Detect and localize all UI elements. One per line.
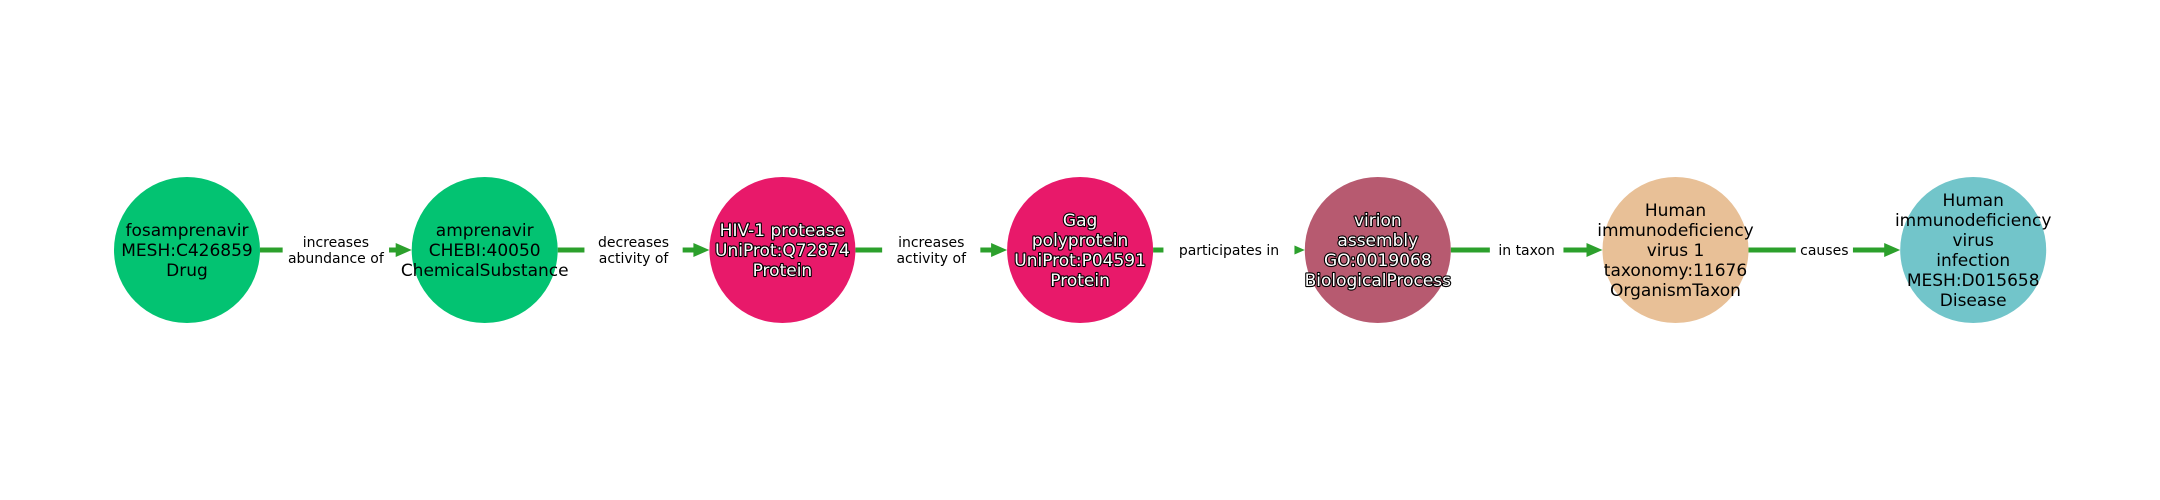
edge: in taxon	[1450, 240, 1603, 260]
node-label: Human	[1943, 191, 2004, 211]
node-label: amprenavir	[436, 221, 534, 241]
node-label: UniProt:P04591	[1014, 251, 1146, 271]
node-label: HIV-1 protease	[720, 221, 845, 241]
node-label: infection	[1936, 251, 2010, 271]
node-label: CHEBI:40050	[429, 241, 541, 261]
edge-label: increases	[898, 235, 964, 251]
arrowhead-icon	[395, 243, 412, 257]
node-label: MESH:C426859	[121, 241, 252, 261]
edge-label-background	[1489, 240, 1564, 260]
edge-label-background	[882, 232, 981, 268]
node-label: taxonomy:11676	[1604, 261, 1747, 281]
edge-label: decreases	[598, 235, 669, 251]
edge-label-background	[584, 232, 683, 268]
graph-node[interactable]: HumanimmunodeficiencyvirusinfectionMESH:…	[1895, 177, 2051, 323]
edge: participates in	[1153, 240, 1305, 260]
edge-label: abundance of	[288, 251, 385, 267]
node-circle[interactable]	[1007, 177, 1154, 323]
edge-label-background	[1795, 240, 1853, 260]
arrowhead-icon	[1884, 243, 1901, 257]
edge-label-background	[282, 232, 390, 268]
edge-label: causes	[1800, 243, 1848, 259]
node-label: BiologicalProcess	[1305, 271, 1452, 291]
node-label: MESH:D015658	[1907, 271, 2040, 291]
node-circle[interactable]	[1602, 177, 1749, 323]
node-label: Drug	[166, 261, 208, 281]
node-label: virus 1	[1647, 241, 1705, 261]
edge-label: participates in	[1179, 243, 1279, 259]
edge-label: activity of	[896, 251, 967, 267]
graph-node[interactable]: virionassemblyGO:0019068BiologicalProces…	[1303, 177, 1452, 323]
node-label: Disease	[1940, 291, 2007, 311]
arrowhead-icon	[991, 243, 1008, 257]
edge-label: increases	[303, 235, 369, 251]
node-label: virus	[1952, 231, 1994, 251]
node-label: UniProt:Q72874	[715, 241, 850, 261]
node-label: Gag	[1063, 211, 1097, 231]
node-circle[interactable]	[1304, 177, 1451, 323]
node-label: assembly	[1337, 231, 1418, 251]
node-label: OrganismTaxon	[1610, 281, 1741, 301]
arrowhead-icon	[1586, 243, 1603, 257]
node-label: immunodeficiency	[1895, 211, 2051, 231]
node-circle[interactable]	[114, 177, 260, 323]
edge-label: in taxon	[1498, 243, 1555, 259]
edge-label-background	[1163, 240, 1295, 260]
node-label: GO:0019068	[1324, 251, 1432, 271]
node-label: Human	[1645, 201, 1706, 221]
node-label: virion	[1354, 211, 1402, 231]
edge: causes	[1748, 240, 1901, 260]
node-label: immunodeficiency	[1597, 221, 1753, 241]
node-circle[interactable]	[1900, 177, 2047, 323]
node-label: fosamprenavir	[125, 221, 248, 241]
arrowhead-icon	[693, 243, 710, 257]
node-label: Protein	[753, 261, 813, 281]
node-label: Protein	[1050, 271, 1110, 291]
node-circle[interactable]	[709, 177, 856, 323]
node-label: ChemicalSubstance	[401, 261, 569, 281]
edge-label: activity of	[599, 251, 670, 267]
node-circle[interactable]	[411, 177, 558, 323]
node-label: polyprotein	[1032, 231, 1128, 251]
